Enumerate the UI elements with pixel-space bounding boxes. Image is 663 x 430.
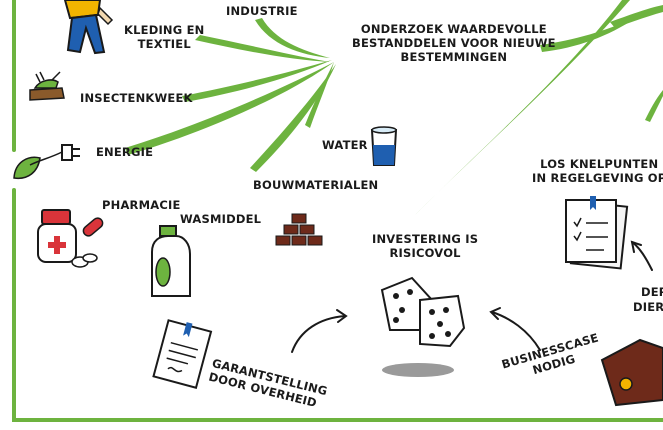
label-onderzoek: ONDERZOEK WAARDEVOLLE BESTANDDELEN VOOR …	[352, 22, 556, 64]
arrow-business-head	[489, 307, 501, 320]
label-der: DER	[641, 285, 663, 299]
medicine-bottle-icon	[37, 209, 104, 268]
branch-right-top	[610, 5, 663, 28]
branch-bouw	[250, 64, 336, 172]
label-onderzoek-line1: ONDERZOEK WAARDEVOLLE	[360, 22, 547, 36]
arrow-business	[491, 311, 541, 351]
label-knelpunten-line2: IN REGELGEVING OP	[532, 171, 663, 185]
branch-water	[305, 62, 334, 128]
branches	[125, 0, 663, 215]
label-investering-line1: INVESTERING IS	[372, 232, 479, 246]
arrow-garant	[291, 315, 346, 353]
label-kleding-line2: TEXTIEL	[137, 37, 191, 51]
label-dierl: DIERL	[633, 300, 663, 314]
label-knelpunten-line1: LOS KNELPUNTEN	[540, 157, 659, 171]
bricks-icon	[275, 213, 323, 246]
label-knelpunten: LOS KNELPUNTEN IN REGELGEVING OP	[532, 157, 663, 185]
arrows	[291, 240, 653, 353]
branch-insectenkweek	[182, 60, 332, 102]
label-wasmiddel: WASMIDDEL	[180, 212, 262, 226]
detergent-bottle-icon	[151, 225, 191, 297]
briefcase-icon	[600, 338, 663, 407]
label-investering-line2: RISICOVOL	[389, 246, 461, 260]
label-pharmacie: PHARMACIE	[102, 198, 181, 212]
grasshopper-icon	[29, 71, 65, 101]
label-kleding-line1: KLEDING EN	[124, 23, 205, 37]
label-onderzoek-line2: BESTANDDELEN VOOR NIEUWE	[352, 36, 556, 50]
arrow-garant-head	[336, 309, 348, 323]
branch-industrie	[255, 18, 330, 58]
branch-investering	[415, 0, 630, 215]
label-insectenkweek: INSECTENKWEEK	[80, 91, 193, 105]
water-glass-icon	[370, 126, 398, 166]
label-water: WATER	[322, 138, 368, 152]
branch-kleding	[195, 35, 330, 62]
leaf-plug-icon	[13, 144, 80, 180]
arrow-der-head	[630, 240, 642, 253]
branch-energie	[125, 62, 334, 155]
label-kleding: KLEDING EN TEXTIEL	[124, 23, 204, 51]
branch-onderzoek-right	[540, 15, 640, 52]
frame-left-line	[12, 0, 663, 422]
checklist-document-icon	[565, 196, 629, 270]
label-investering: INVESTERING IS RISICOVOL	[372, 232, 478, 260]
label-bouwmaterialen: BOUWMATERIALEN	[253, 178, 379, 192]
signed-document-icon	[152, 319, 213, 389]
branch-right-edge	[645, 90, 663, 122]
person-icon	[63, 0, 114, 55]
dice-icon	[380, 276, 466, 377]
label-onderzoek-line3: BESTEMMINGEN	[400, 50, 508, 64]
arrow-der	[631, 241, 653, 271]
label-energie: ENERGIE	[96, 145, 154, 159]
label-industrie: INDUSTRIE	[226, 4, 298, 18]
